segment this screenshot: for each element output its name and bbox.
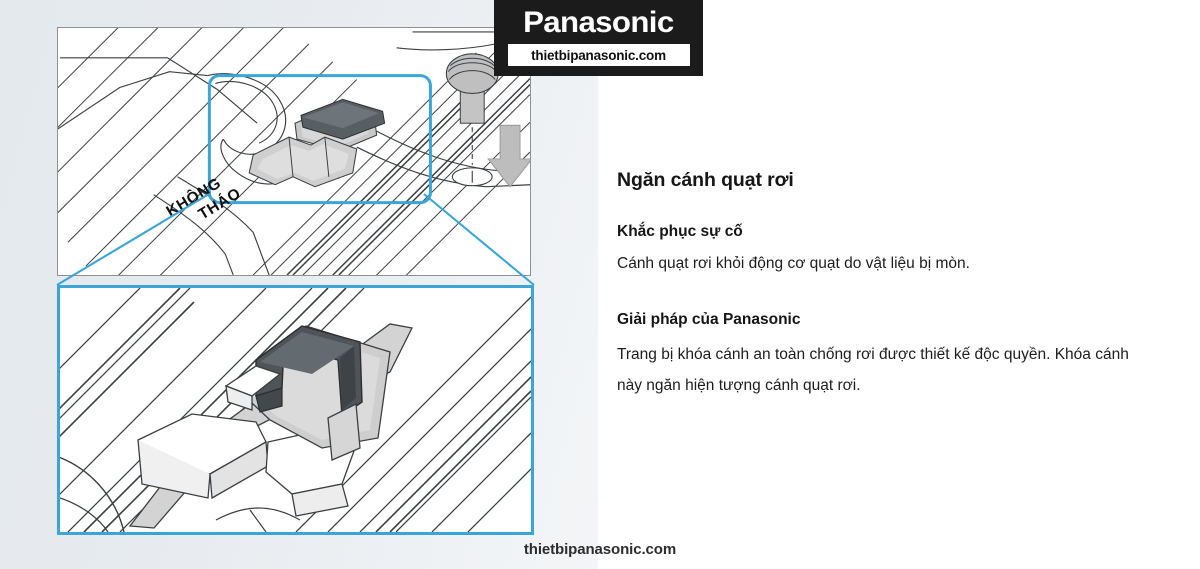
footer-watermark: thietbipanasonic.com — [523, 541, 677, 558]
description-column: Ngăn cánh quạt rơi Khắc phục sự cố Cánh … — [617, 0, 1177, 569]
troubleshooting-body: Cánh quạt rơi khỏi động cơ quạt do vật l… — [617, 255, 970, 272]
clip-shading-top — [248, 98, 386, 188]
logo-url-plate: thietbipanasonic.com — [507, 44, 690, 66]
page-title: Ngăn cánh quạt rơi — [617, 169, 794, 191]
overview-linework — [58, 28, 530, 275]
fan-assembly-overview-diagram — [57, 27, 531, 276]
blade-lock-clip — [255, 325, 363, 418]
callout-selection-box — [207, 74, 432, 205]
panasonic-logo-block: Panasonic thietbipanasonic.com — [494, 0, 703, 76]
solution-heading: Giải pháp của Panasonic — [617, 311, 801, 328]
solution-body: Trang bị khóa cánh an toàn chống rơi đượ… — [617, 346, 1129, 394]
troubleshooting-heading: Khắc phục sự cố — [617, 223, 743, 240]
detail-linework — [60, 288, 531, 532]
panasonic-wordmark: Panasonic — [523, 6, 674, 39]
logo-url-text: thietbipanasonic.com — [531, 47, 666, 63]
screw-and-arrow-group — [445, 53, 530, 188]
blade-lock-detail-diagram — [57, 285, 534, 535]
